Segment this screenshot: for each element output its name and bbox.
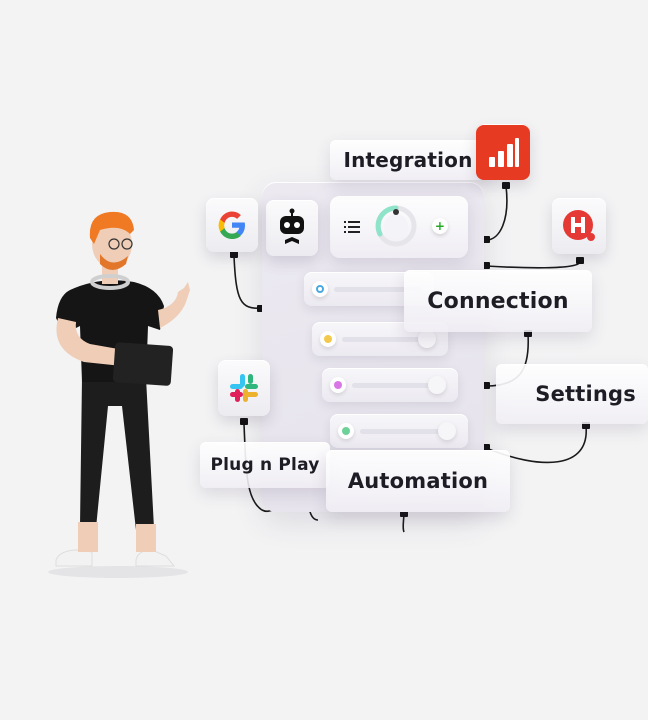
control-card: + [330,196,468,258]
hubstaff-tile [552,198,606,254]
settings-label: Settings [496,364,648,424]
slack-tile [218,360,270,416]
robot-tile [266,200,318,256]
robot-icon [280,208,304,244]
person-figure [48,211,190,578]
google-tile [206,198,258,252]
slack-icon [230,374,258,402]
connection-label: Connection [404,270,592,332]
slider-row-4[interactable] [330,414,468,448]
plus-icon[interactable]: + [432,218,448,234]
bar-chart-icon [489,138,519,167]
google-icon [218,211,245,239]
dial-icon [375,205,417,247]
slider-row-3[interactable] [322,368,458,402]
list-icon [344,221,360,233]
automation-label: Automation [326,450,510,512]
bar-chart-tile [476,124,530,180]
integration-label: Integration [330,140,486,180]
plug-n-play-label: Plug n Play [200,442,330,488]
hubstaff-icon [563,210,595,241]
